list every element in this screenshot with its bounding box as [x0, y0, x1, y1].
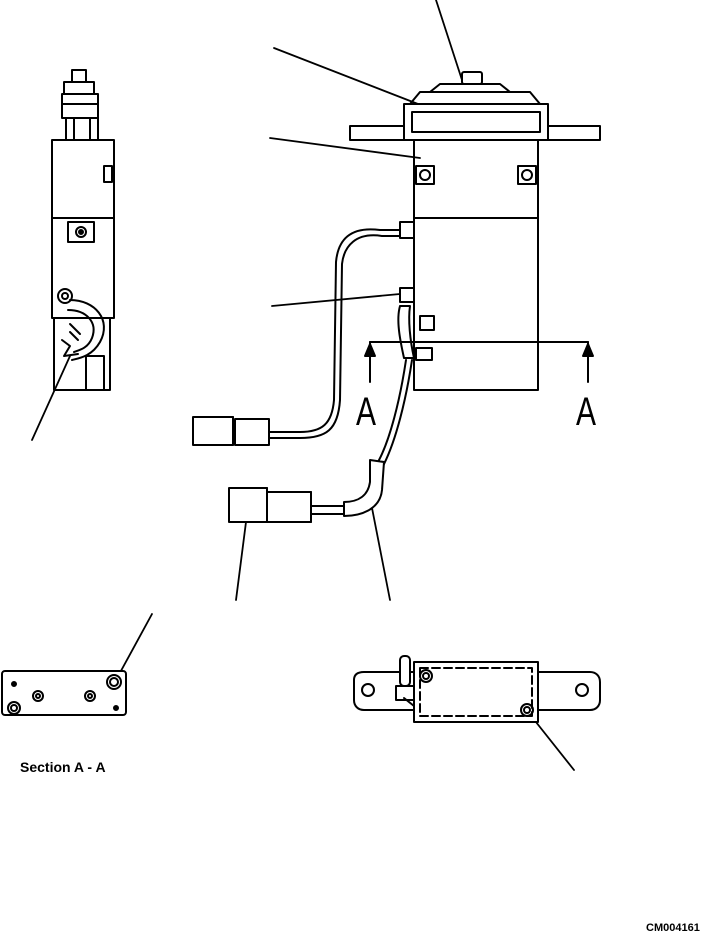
harness-connector-2 [228, 359, 413, 523]
leader-lines [31, 0, 575, 771]
bottom-view-switch-assembly [353, 655, 601, 723]
section-marker-left: A [356, 390, 377, 434]
side-view-switch-assembly [51, 69, 115, 391]
section-cut-line [364, 341, 594, 383]
section-label: Section A - A [20, 759, 106, 775]
section-a-a-view [1, 670, 127, 716]
harness-connector-1 [192, 228, 401, 446]
section-marker-right: A [576, 390, 597, 434]
front-view-switch-assembly [349, 71, 601, 391]
figure-id: CM004161 [646, 922, 700, 934]
